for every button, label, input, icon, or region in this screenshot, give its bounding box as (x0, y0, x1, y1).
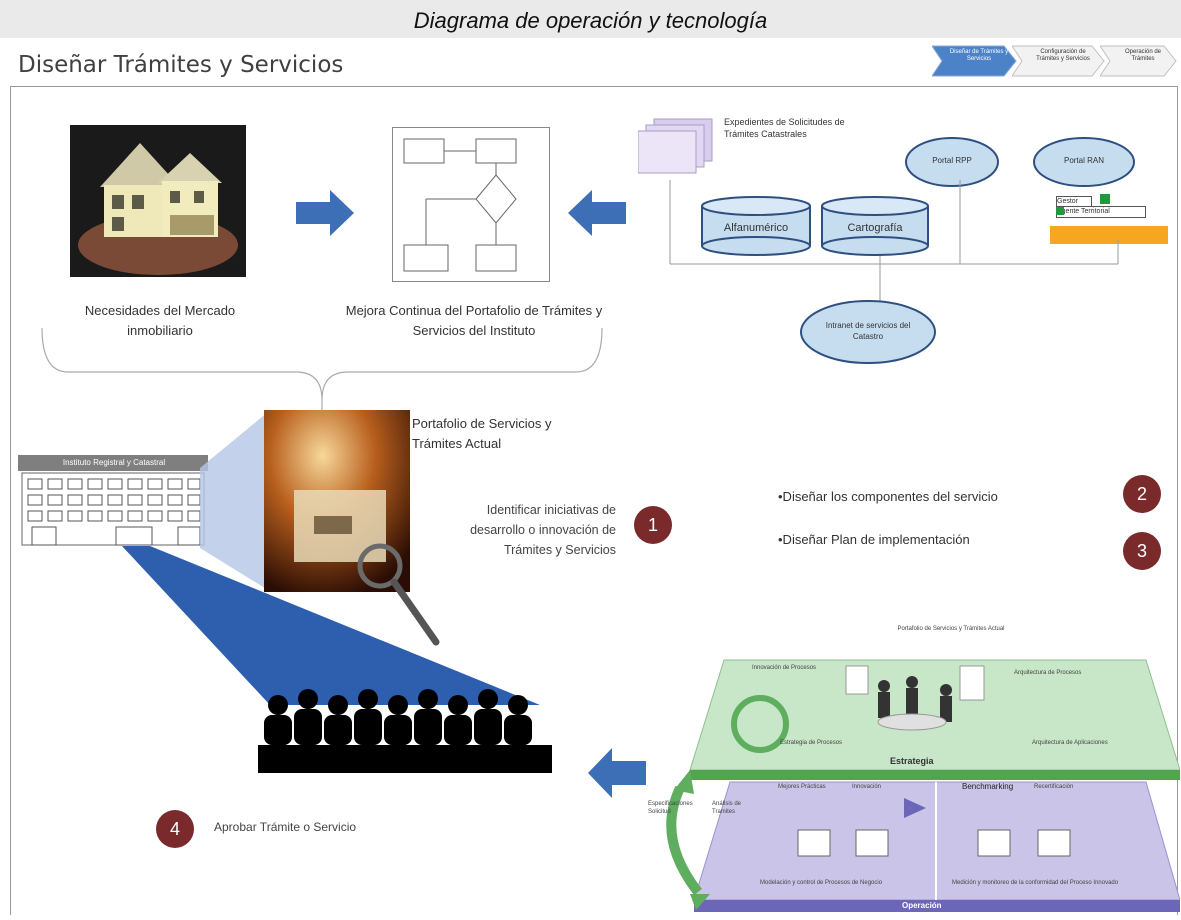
label-mejora: Mejora Continua del Portafolio de Trámit… (345, 303, 603, 338)
brace-connector (41, 327, 603, 410)
arrow-left-icon (568, 190, 626, 236)
cloud-intranet: Intranet de servicios del Catastro (798, 298, 938, 366)
network-connectors (669, 180, 1119, 302)
op-mejores-practicas: Mejores Prácticas (778, 784, 826, 790)
flowchart-image (392, 127, 550, 282)
op-medicion: Medición y monitoreo de la conformidad d… (952, 880, 1119, 886)
diagram-frame (10, 86, 1178, 915)
op-especificaciones: Especificaciones Solicitud (648, 801, 693, 815)
step-1-badge: 1 (634, 506, 672, 544)
strategy-innovacion: Innovación de Procesos (752, 665, 817, 671)
op-analisis: Análisis de Tramites (712, 801, 742, 815)
status-indicator-green (1100, 194, 1110, 204)
database-cartografia: Cartografía (820, 196, 930, 256)
step-3-badge: 3 (1123, 532, 1161, 570)
cloud-portal-ran: Portal RAN (1032, 134, 1136, 188)
arrow-left-icon-2 (588, 748, 646, 798)
process-step-3: Operación de Trámites (1099, 44, 1178, 78)
status-indicator-green-2 (1056, 207, 1064, 215)
op-innovacion: Innovación (852, 784, 882, 790)
label-expedientes: Expedientes de Solicitudes de Trámites C… (724, 117, 845, 139)
chevron-shape-1 (931, 45, 1017, 77)
process-step-1-label: Diseñar de Trámites y Servicios (949, 49, 1009, 62)
cloud-label-intranet: Intranet de servicios del Catastro (825, 321, 911, 341)
strategy-estrategia: Estrategia (890, 756, 934, 766)
op-modelacion: Modelación y control de Procesos de Nego… (760, 880, 883, 886)
cloud-portal-rpp: Portal RPP (904, 134, 1000, 188)
documents-icon (638, 118, 713, 174)
process-step-3-label: Operación de Trámites (1124, 49, 1162, 62)
cloud-label-ran: Portal RAN (1063, 156, 1104, 165)
audience-image (258, 689, 552, 773)
orange-bar (1050, 226, 1168, 244)
cloud-icon (905, 137, 999, 187)
cloud-label-rpp: Portal RPP (932, 156, 972, 165)
process-step-2-label: Configuración de Trámites y Servicios (1036, 49, 1090, 62)
chevron-shape-2 (1011, 45, 1105, 77)
database-alfanumerico: Alfanumérico (700, 196, 812, 256)
chevron-shape-3 (1099, 45, 1177, 77)
figure-caption: Diagrama de operación y tecnología (413, 8, 768, 33)
arrow-right-icon (296, 190, 354, 236)
cloud-icon (1033, 137, 1135, 187)
step-2-badge: 2 (1123, 475, 1161, 513)
label-necesidades: Necesidades del Mercado inmobiliario (84, 303, 236, 338)
label-componentes: •Diseñar los componentes del servicio (778, 489, 998, 504)
db-label-cartografia: Cartografía (847, 222, 903, 234)
label-aprobar: Aprobar Trámite o Servicio (214, 820, 357, 834)
building-sign: Instituto Registral y Catastral (62, 458, 166, 467)
caption-bar (0, 0, 1181, 38)
db-label-alfanumerico: Alfanumérico (723, 222, 789, 234)
strategy-estrategia-procesos: Estrategia de Procesos (780, 740, 843, 746)
process-step-1: Diseñar de Trámites y Servicios (931, 44, 1018, 78)
page-title: Diseñar Trámites y Servicios (18, 52, 344, 78)
magnifier-icon (357, 543, 440, 646)
label-portafolio: Portafolio de Servicios y Trámites Actua… (412, 416, 552, 451)
cloud-icon (800, 300, 936, 364)
strategy-arquitectura-procesos: Arquitectura de Procesos (1014, 670, 1082, 676)
strategy-arquitectura-aplicaciones: Arquitectura de Aplicaciones (1032, 740, 1108, 746)
house-image (70, 125, 246, 277)
strategy-top-label: Portafolio de Servicios y Trámites Actua… (897, 626, 1005, 632)
step-4-badge: 4 (156, 810, 194, 848)
label-identificar: Identificar iniciativas de desarrollo o … (470, 503, 616, 557)
op-operacion: Operación (902, 901, 942, 910)
database-icon (821, 196, 929, 256)
database-icon (701, 196, 811, 256)
op-recertificacion: Recertificación (1034, 784, 1074, 790)
building-image (18, 455, 208, 546)
op-benchmarking: Benchmarking (962, 782, 1014, 791)
strategy-operation-planes (666, 659, 1180, 912)
label-plan: •Diseñar Plan de implementación (778, 532, 970, 547)
portfolio-image (264, 410, 410, 592)
process-step-2: Configuración de Trámites y Servicios (1011, 44, 1106, 78)
